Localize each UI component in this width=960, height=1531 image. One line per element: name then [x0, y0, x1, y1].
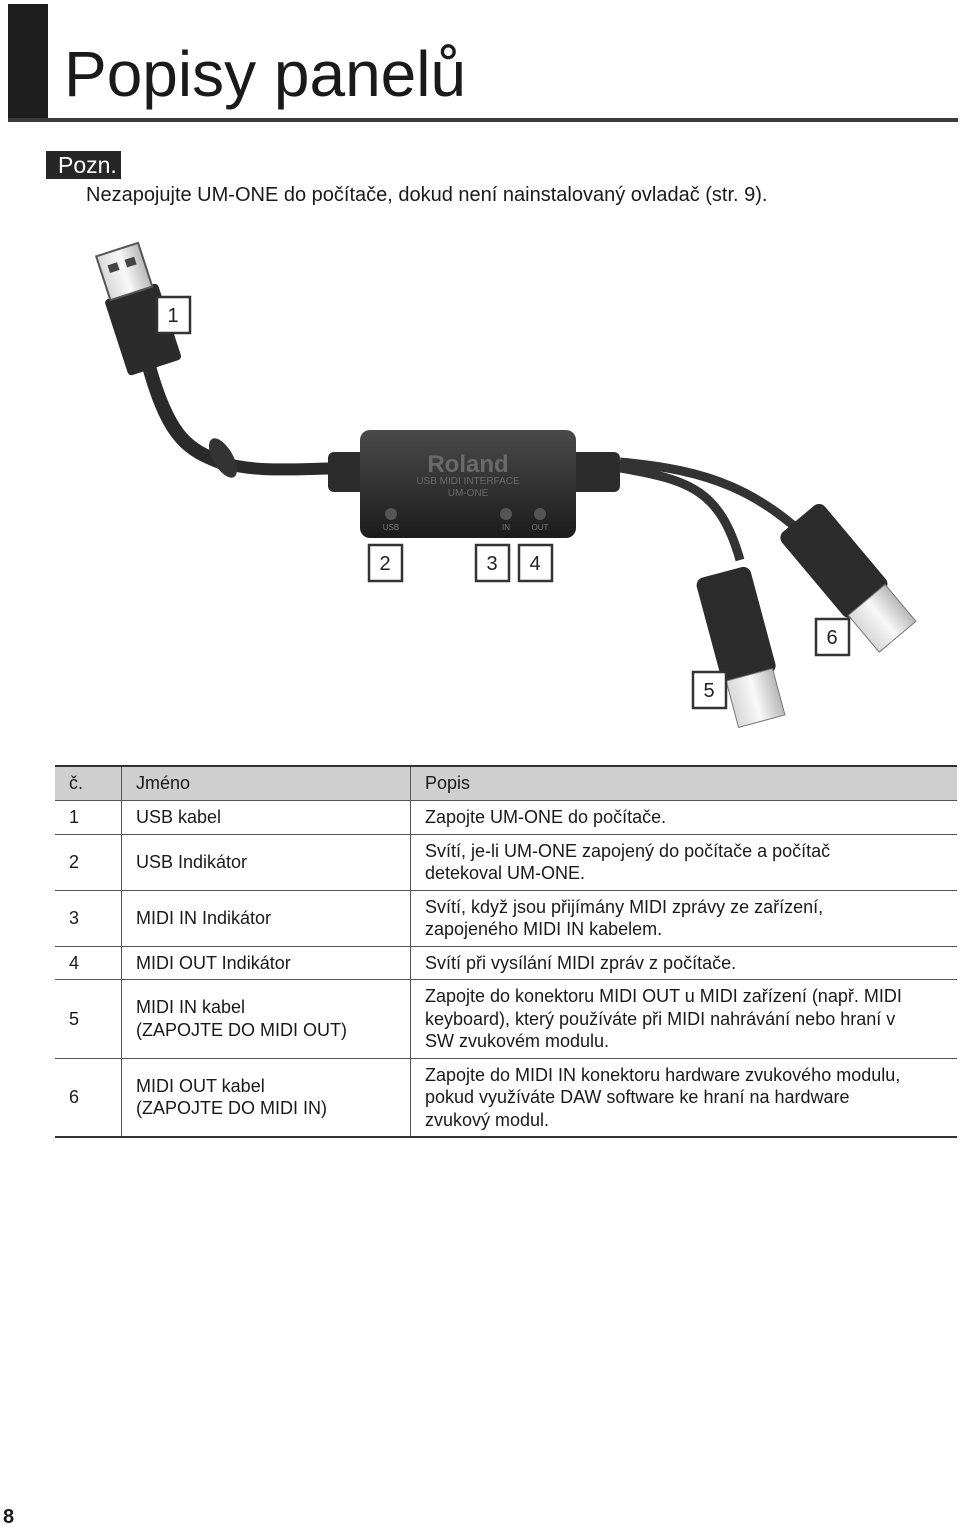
row-name-line: USB kabel [136, 807, 222, 827]
row-description-line: Zapojte do konektoru MIDI OUT u MIDI zař… [425, 986, 902, 1006]
note-label: Pozn. [46, 151, 121, 179]
row-description: Svítí, je-li UM-ONE zapojený do počítače… [410, 834, 957, 891]
table-row: 6 MIDI OUT kabel(ZAPOJTE DO MIDI IN) Zap… [55, 1058, 957, 1138]
row-number: 3 [55, 890, 122, 947]
row-number: 6 [55, 1058, 122, 1138]
page-title: Popisy panelů [64, 38, 467, 110]
table-row: 1 USB kabel Zapojte UM-ONE do počítače. [55, 800, 957, 835]
row-name-line: MIDI OUT Indikátor [136, 952, 291, 973]
header-name: Jméno [121, 765, 411, 801]
brand-label: Roland [427, 451, 508, 478]
callout-4: 4 [517, 543, 554, 583]
callout-1: 1 [155, 295, 192, 335]
row-description-line: Svítí, když jsou přijímány MIDI zprávy z… [425, 896, 824, 917]
midi-in-led-label: IN [502, 523, 510, 532]
callout-3: 3 [474, 543, 511, 583]
row-description: Svítí, když jsou přijímány MIDI zprávy z… [410, 890, 957, 947]
title-rule [8, 118, 958, 122]
row-name: MIDI OUT Indikátor [121, 946, 411, 980]
row-description-line: pokud využíváte DAW software ke hraní na… [425, 1087, 850, 1107]
row-number: 1 [55, 800, 122, 835]
row-description: Zapojte do MIDI IN konektoru hardware zv… [410, 1058, 957, 1138]
page-number: 8 [3, 1506, 15, 1528]
table-header-row: č. Jméno Popis [55, 765, 957, 801]
callout-2: 2 [367, 543, 404, 583]
row-description: Zapojte UM-ONE do počítače. [410, 800, 957, 835]
row-name: MIDI IN kabel(ZAPOJTE DO MIDI OUT) [121, 979, 411, 1059]
svg-text:2: 2 [379, 553, 390, 575]
svg-text:3: 3 [486, 553, 497, 575]
svg-text:4: 4 [529, 553, 540, 575]
row-name-line: (ZAPOJTE DO MIDI OUT) [136, 1019, 347, 1040]
row-number: 4 [55, 946, 122, 980]
row-description: Zapojte do konektoru MIDI OUT u MIDI zař… [410, 979, 957, 1059]
table-row: 4 MIDI OUT Indikátor Svítí při vysílání … [55, 946, 957, 980]
row-description-line: SW zvukovém modulu. [425, 1031, 610, 1051]
table-row: 3 MIDI IN Indikátor Svítí, když jsou při… [55, 890, 957, 947]
row-number: 2 [55, 834, 122, 891]
midi-cables [619, 457, 917, 728]
usb-led-icon [385, 508, 397, 520]
svg-text:1: 1 [167, 305, 178, 327]
table-row: 5 MIDI IN kabel(ZAPOJTE DO MIDI OUT) Zap… [55, 979, 957, 1059]
row-name-line: (ZAPOJTE DO MIDI IN) [136, 1098, 327, 1119]
row-number: 5 [55, 979, 122, 1059]
midi-out-led-icon [534, 508, 546, 520]
table-row: 2 USB Indikátor Svítí, je-li UM-ONE zapo… [55, 834, 957, 891]
device-line1-label: USB MIDI INTERFACE [416, 476, 520, 487]
row-name: MIDI IN Indikátor [121, 890, 411, 947]
row-description-line: keyboard), který používáte při MIDI nahr… [425, 1008, 896, 1029]
row-description-line: zapojeného MIDI IN kabelem. [425, 919, 663, 939]
callout-5: 5 [691, 670, 728, 710]
usb-cable [94, 241, 361, 478]
row-description-line: detekoval UM-ONE. [425, 863, 586, 883]
svg-text:5: 5 [703, 680, 714, 702]
note-text: Nezapojujte UM-ONE do počítače, dokud ne… [86, 184, 768, 206]
row-name: MIDI OUT kabel(ZAPOJTE DO MIDI IN) [121, 1058, 411, 1138]
callout-6: 6 [814, 617, 851, 657]
row-name: USB kabel [121, 800, 411, 835]
panel-description-table: č. Jméno Popis 1 USB kabel Zapojte UM-ON… [55, 765, 957, 1138]
row-description-line: Svítí při vysílání MIDI zpráv z počítače… [425, 952, 737, 973]
row-description-line: zvukový modul. [425, 1109, 550, 1130]
row-name-line: MIDI IN kabel [136, 997, 246, 1018]
midi-out-led-label: OUT [532, 523, 549, 532]
row-name: USB Indikátor [121, 834, 411, 891]
row-name-line: MIDI OUT kabel [136, 1075, 265, 1096]
header-number: č. [55, 765, 122, 801]
row-description-line: Zapojte UM-ONE do počítače. [425, 807, 667, 827]
row-description-line: Svítí, je-li UM-ONE zapojený do počítače… [425, 840, 831, 861]
device-illustration: Roland USB MIDI INTERFACE UM-ONE USB IN … [94, 241, 917, 728]
svg-text:6: 6 [826, 627, 837, 649]
device-line2-label: UM-ONE [448, 488, 489, 499]
midi-in-led-icon [500, 508, 512, 520]
row-description: Svítí při vysílání MIDI zpráv z počítače… [410, 946, 957, 980]
usb-led-label: USB [383, 523, 399, 532]
header-description: Popis [410, 765, 957, 801]
title-accent-bar [8, 4, 48, 122]
row-name-line: MIDI IN Indikátor [136, 907, 272, 928]
row-name-line: USB Indikátor [136, 851, 248, 872]
um-one-interface-box: Roland USB MIDI INTERFACE UM-ONE USB IN … [328, 430, 620, 538]
row-description-line: Zapojte do MIDI IN konektoru hardware zv… [425, 1064, 901, 1085]
